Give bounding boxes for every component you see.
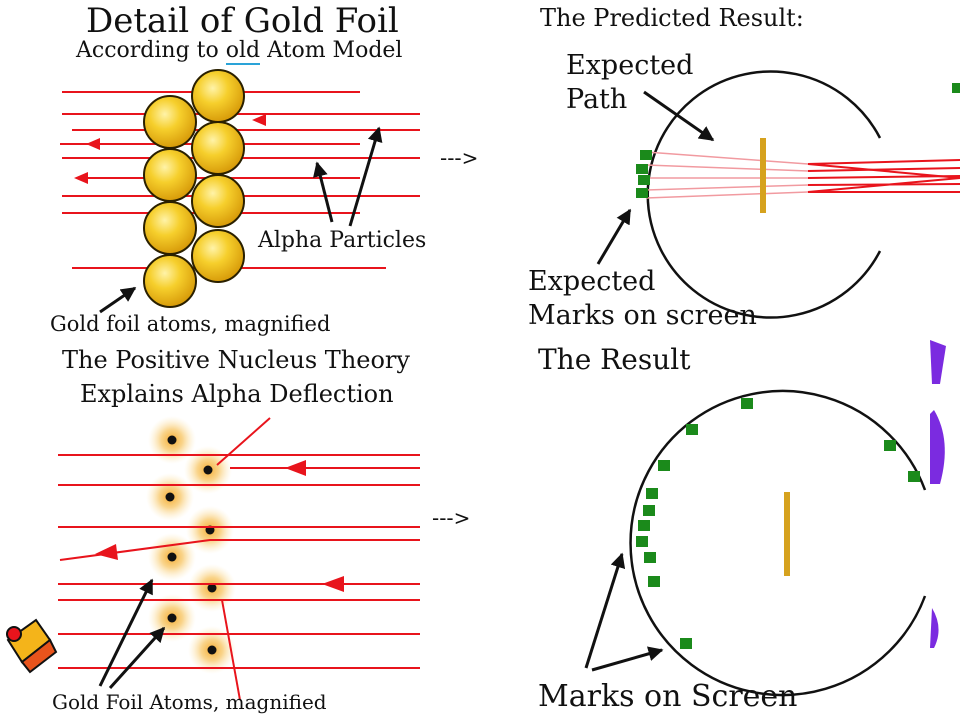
gold-foil-atoms-label: Gold foil atoms, magnified: [50, 312, 331, 336]
top-left-panel: [60, 69, 420, 314]
edge-mark: [952, 83, 960, 93]
gold-foil-bar-predicted: [760, 138, 766, 213]
subtitle-pre: According to: [76, 38, 226, 63]
pointer-arrows-top-left: [99, 126, 383, 314]
connector-arrow-bottom: --->: [432, 506, 471, 530]
pointer-arrows-bottom-right: [584, 552, 664, 672]
top-left-subtitle: According to old Atom Model: [76, 38, 403, 65]
top-left-title: Detail of Gold Foil: [86, 1, 399, 41]
bottom-left-panel: [6, 416, 420, 701]
screen-circle-result: [629, 389, 927, 697]
predicted-beams-inside: [645, 151, 809, 199]
pencil-icon: [6, 618, 58, 674]
gold-atoms-old-model: [143, 69, 245, 308]
bottom-right-panel: [528, 340, 946, 697]
marks-on-screen-label: Marks on Screen: [538, 679, 798, 714]
alpha-beams-bottom-left: [58, 417, 420, 701]
expected-path-label-line2: Path: [566, 84, 628, 115]
connector-arrow-top: --->: [440, 146, 479, 170]
alpha-particles-label: Alpha Particles: [258, 228, 427, 253]
expected-marks-label-line2: Marks on screen: [528, 300, 757, 331]
predicted-beams-outside: [807, 159, 960, 193]
expected-marks-label-line1: Expected: [528, 266, 656, 297]
beam-arrowheads-top-left: [74, 114, 266, 184]
predicted-result-title: The Predicted Result:: [540, 4, 804, 32]
purple-fragments: [930, 340, 946, 648]
nucleus-theory-title-line2: Explains Alpha Deflection: [80, 380, 394, 408]
subtitle-post: Atom Model: [260, 38, 403, 63]
pointer-arrows-bottom-left: [98, 578, 166, 690]
pointer-arrows-top-right: [596, 90, 715, 265]
gold-foil-atoms-magnified-label: Gold Foil Atoms, magnified: [52, 690, 327, 714]
gold-foil-bar-result: [784, 492, 790, 576]
beam-arrowheads-bottom-left: [95, 460, 344, 592]
subtitle-underlined-old: old: [225, 38, 261, 65]
result-title: The Result: [538, 343, 691, 376]
nucleus-theory-title-line1: The Positive Nucleus Theory: [62, 346, 410, 374]
top-right-panel: [520, 34, 960, 319]
expected-marks: [636, 150, 652, 198]
result-marks: [636, 398, 920, 649]
expected-path-label-line1: Expected: [566, 50, 694, 81]
